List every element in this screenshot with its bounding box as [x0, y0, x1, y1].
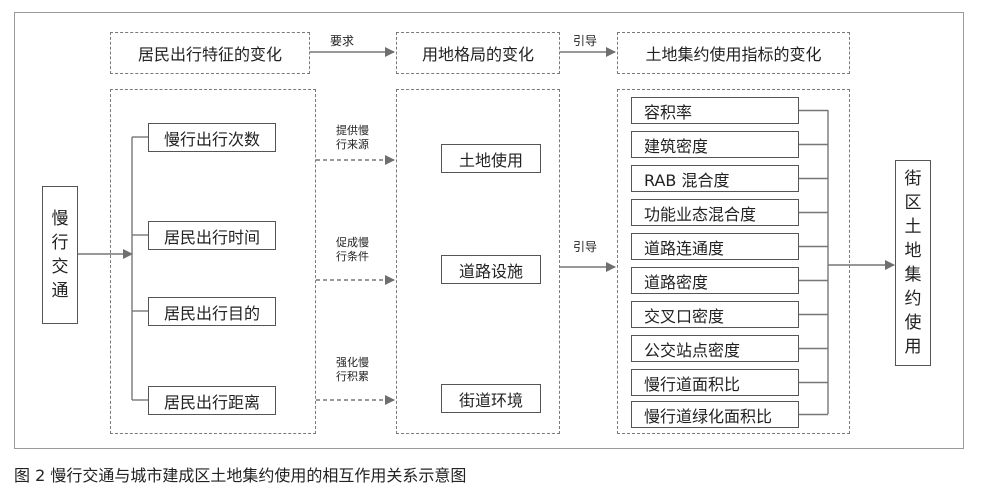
indicator-function-mix: 功能业态混合度: [631, 199, 799, 226]
indicator-group: [617, 89, 850, 434]
indicator-rab-mix: RAB 混合度: [631, 165, 799, 192]
land-item-use: 土地使用: [441, 144, 541, 173]
indicator-text: 建筑密度: [644, 136, 709, 156]
travel-item-text: 居民出行距离: [163, 392, 260, 412]
label-guide-top: 引导: [573, 34, 598, 48]
slow-traffic-char: 通: [51, 281, 69, 301]
indicator-bus-stop-density: 公交站点密度: [631, 335, 799, 362]
indicator-slow-lane-green-ratio: 慢行道绿化面积比: [631, 401, 799, 428]
top-box-indicator-change-text: 土地集约使用指标的变化: [645, 45, 822, 64]
figure-caption: 图 2 慢行交通与城市建成区土地集约使用的相互作用关系示意图: [14, 466, 467, 485]
indicator-building-density: 建筑密度: [631, 131, 799, 158]
indicator-far: 容积率: [631, 97, 799, 124]
land-item-road: 道路设施: [441, 255, 541, 284]
label-promote-line: 行条件: [336, 250, 369, 263]
block-land-use-char: 地: [904, 241, 922, 261]
indicator-text: 慢行道面积比: [644, 374, 741, 394]
indicator-text: 公交站点密度: [644, 340, 741, 360]
indicator-intersection-density: 交叉口密度: [631, 301, 799, 328]
land-item-street: 街道环境: [441, 384, 541, 413]
indicator-text: 道路连通度: [644, 238, 725, 258]
indicator-text: 道路密度: [644, 272, 709, 292]
top-box-indicator-change: 土地集约使用指标的变化: [617, 32, 850, 74]
indicator-slow-lane-ratio: 慢行道面积比: [631, 369, 799, 396]
travel-item-time: 居民出行时间: [148, 221, 276, 250]
block-land-use-char: 用: [904, 337, 922, 357]
land-item-text: 道路设施: [458, 261, 523, 281]
indicator-text: RAB 混合度: [644, 170, 730, 190]
label-strengthen-line: 强化慢: [336, 356, 369, 369]
top-box-travel-change: 居民出行特征的变化: [110, 32, 310, 74]
travel-item-text: 居民出行时间: [163, 227, 260, 247]
travel-item-purpose: 居民出行目的: [148, 297, 276, 326]
label-promote: 促成慢 行条件: [336, 236, 369, 264]
block-land-use-box: 街 区 土 地 集 约 使 用: [895, 160, 931, 366]
label-guide-mid: 引导: [573, 240, 598, 254]
label-strengthen: 强化慢 行积累: [336, 356, 369, 384]
slow-traffic-box: 慢 行 交 通: [42, 186, 78, 324]
label-provide-line: 行来源: [336, 138, 369, 151]
block-land-use-char: 集: [904, 265, 922, 285]
slow-traffic-char: 慢: [51, 209, 69, 229]
slow-traffic-char: 交: [51, 257, 69, 277]
label-require: 要求: [330, 34, 355, 48]
land-item-text: 土地使用: [458, 150, 523, 170]
block-land-use-char: 土: [904, 217, 922, 237]
indicator-text: 慢行道绿化面积比: [644, 406, 773, 426]
travel-item-text: 慢行出行次数: [163, 129, 260, 149]
travel-item-distance: 居民出行距离: [148, 386, 276, 415]
travel-item-text: 居民出行目的: [163, 303, 260, 323]
slow-traffic-char: 行: [51, 233, 69, 253]
label-provide: 提供慢 行来源: [336, 124, 369, 152]
top-box-land-pattern: 用地格局的变化: [396, 32, 560, 74]
indicator-text: 容积率: [644, 102, 693, 122]
travel-group: [110, 89, 316, 434]
indicator-text: 交叉口密度: [644, 306, 725, 326]
block-land-use-char: 约: [904, 289, 922, 309]
travel-item-trips: 慢行出行次数: [148, 123, 276, 152]
indicator-road-density: 道路密度: [631, 267, 799, 294]
indicator-text: 功能业态混合度: [644, 204, 757, 224]
label-provide-line: 提供慢: [336, 124, 369, 137]
top-box-land-pattern-text: 用地格局的变化: [421, 45, 534, 64]
land-item-text: 街道环境: [458, 390, 523, 410]
land-group: [396, 89, 560, 434]
label-promote-line: 促成慢: [336, 236, 369, 249]
block-land-use-char: 街: [904, 169, 922, 189]
indicator-road-connectivity: 道路连通度: [631, 233, 799, 260]
figure-frame: [14, 12, 964, 449]
block-land-use-char: 使: [904, 313, 922, 333]
block-land-use-char: 区: [904, 193, 922, 213]
top-box-travel-change-text: 居民出行特征的变化: [137, 45, 282, 64]
label-strengthen-line: 行积累: [336, 370, 369, 383]
